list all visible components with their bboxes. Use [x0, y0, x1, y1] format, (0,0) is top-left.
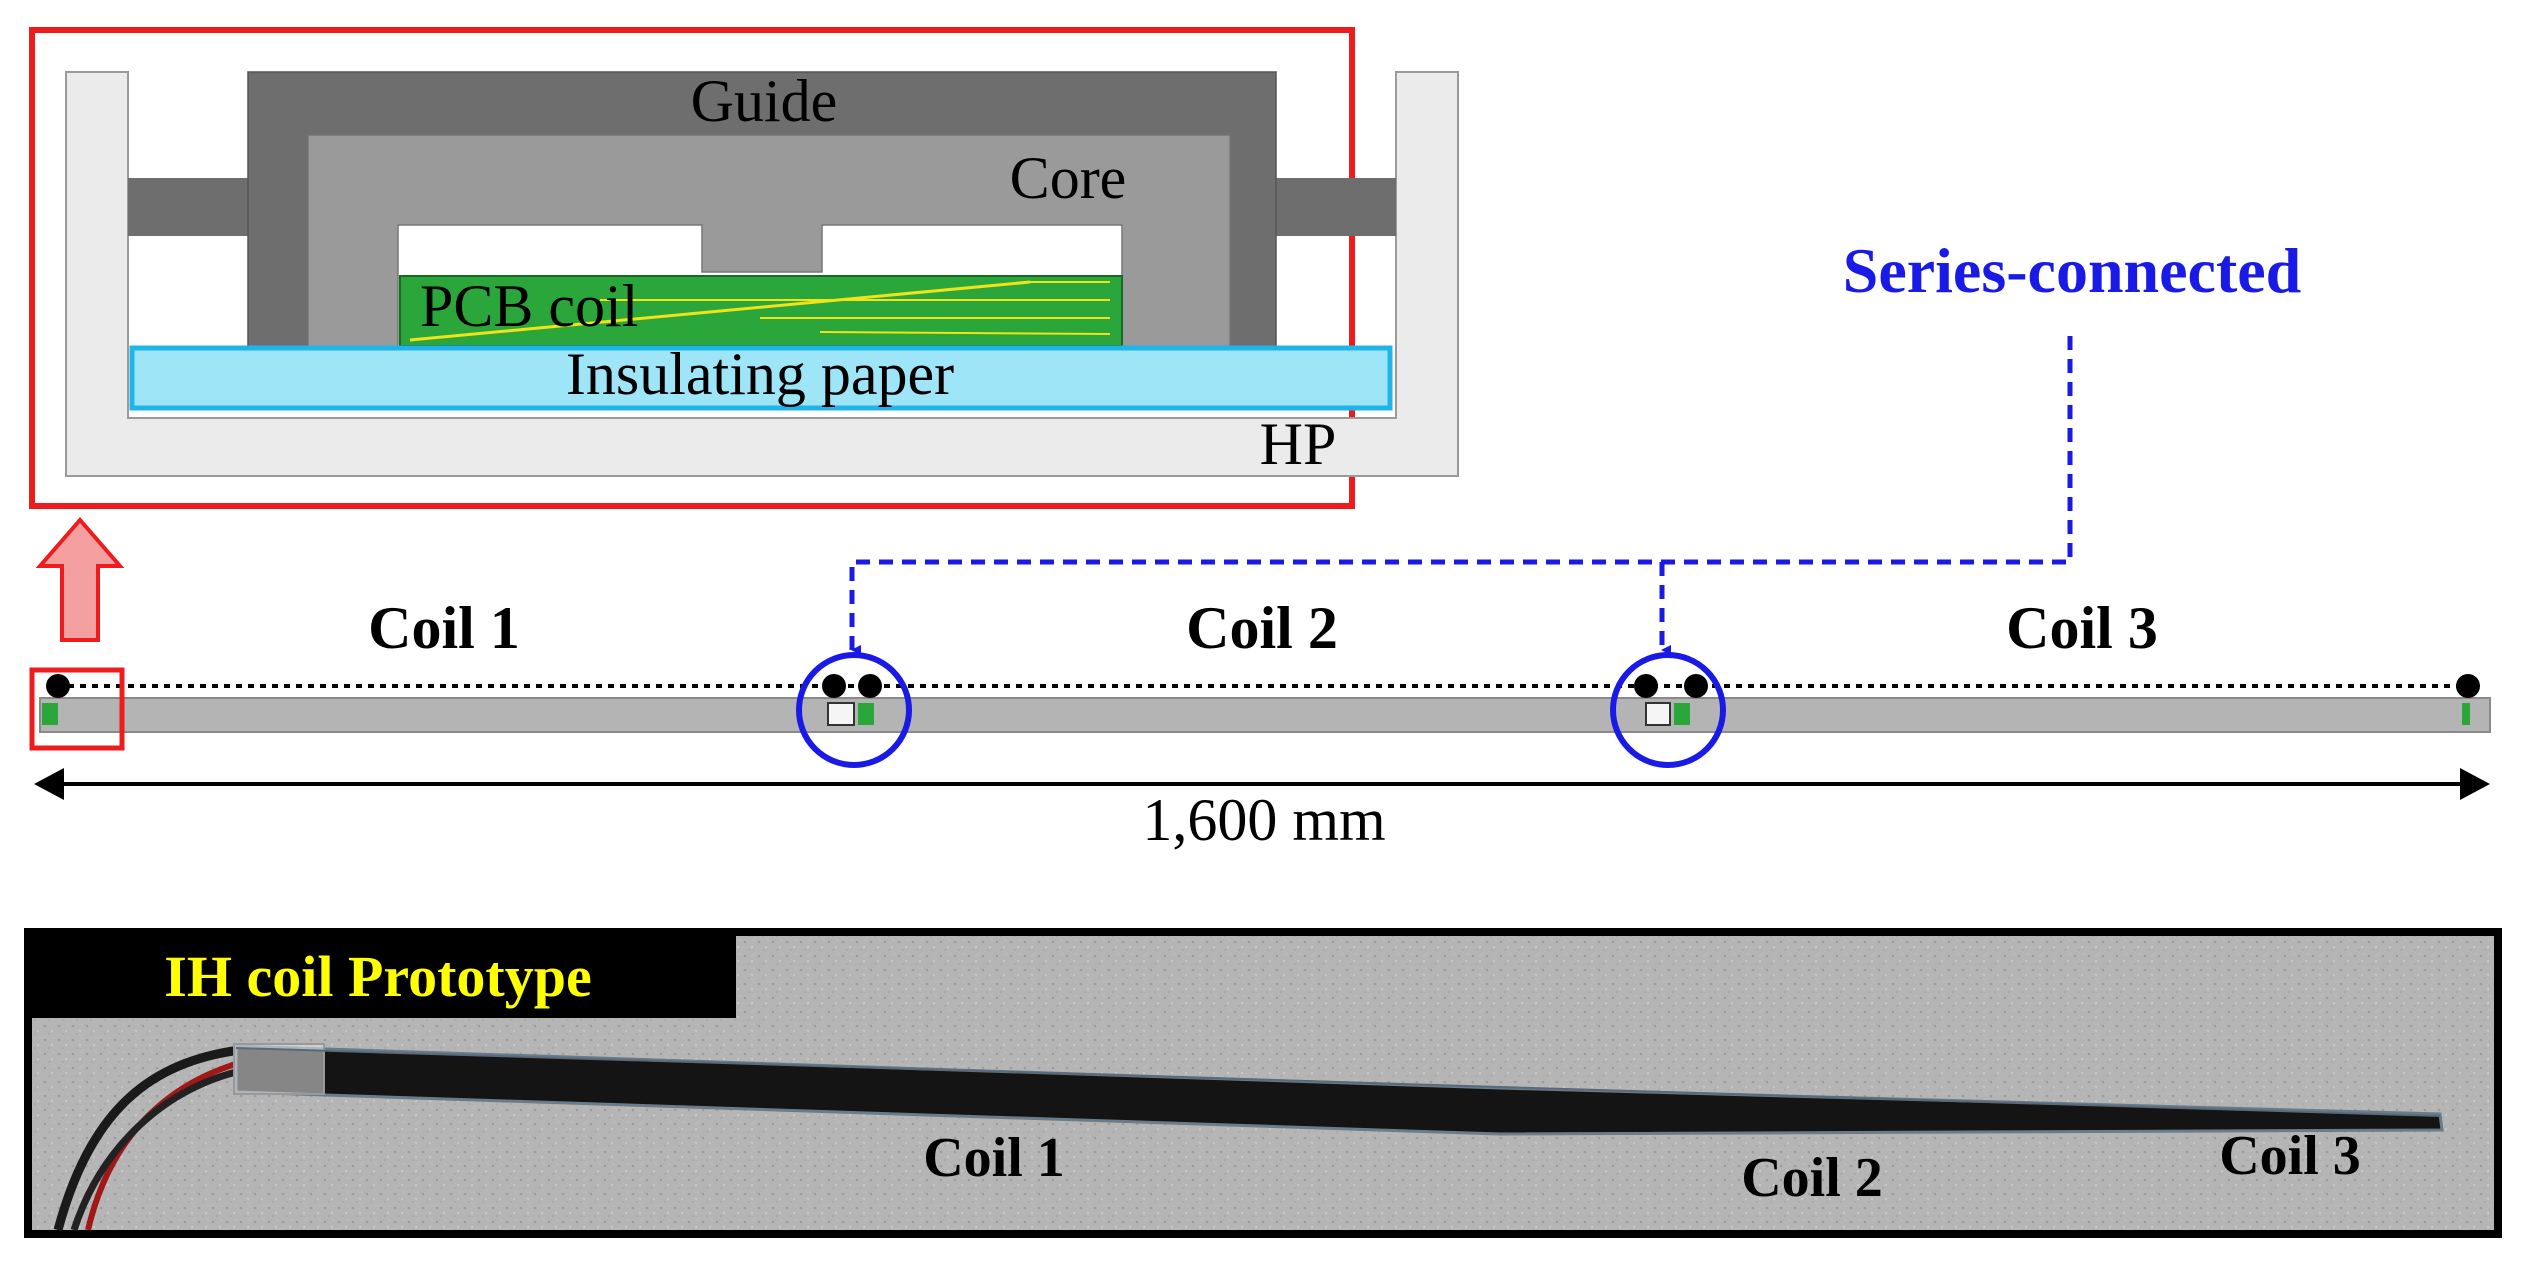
inset-source-marker — [29, 667, 125, 751]
label-core: Core — [1010, 145, 1127, 211]
guide-arm-right — [1276, 178, 1396, 236]
label-guide: Guide — [691, 68, 838, 134]
coil-bar — [39, 684, 2491, 733]
coil-label-3: Coil 3 — [2006, 595, 2158, 661]
prototype-title: IH coil Prototype — [164, 944, 591, 1009]
cross-section-inset: Guide Core PCB coil Insulating paper HP — [29, 27, 1459, 509]
junction-circle-1 — [796, 652, 912, 768]
coil-label-1: Coil 1 — [368, 595, 520, 661]
prototype-photo: IH coil Prototype Coil 1 Coil 2 Coil 3 — [24, 928, 2502, 1238]
up-arrow-icon — [35, 516, 125, 642]
series-connected-label: Series-connected — [1843, 235, 2302, 306]
guide-arm-left — [128, 178, 250, 236]
label-insulating-paper: Insulating paper — [566, 341, 954, 407]
prototype-title-bar — [28, 932, 736, 1018]
dimension-arrow — [34, 768, 2490, 800]
coil-label-2: Coil 2 — [1186, 595, 1338, 661]
label-pcb-coil: PCB coil — [420, 273, 638, 339]
prototype-coil-label-1: Coil 1 — [923, 1127, 1065, 1189]
terminal-dots — [46, 674, 2480, 698]
prototype-coil-label-3: Coil 3 — [2219, 1125, 2361, 1187]
pcb-coil — [399, 275, 1123, 347]
prototype-coil-label-2: Coil 2 — [1741, 1147, 1883, 1209]
insulating-paper — [129, 345, 1393, 411]
label-hp: HP — [1260, 411, 1337, 477]
junction-circle-2 — [1610, 652, 1726, 768]
dimension-label: 1,600 mm — [1142, 787, 1385, 853]
series-connection-lines — [849, 336, 2073, 655]
